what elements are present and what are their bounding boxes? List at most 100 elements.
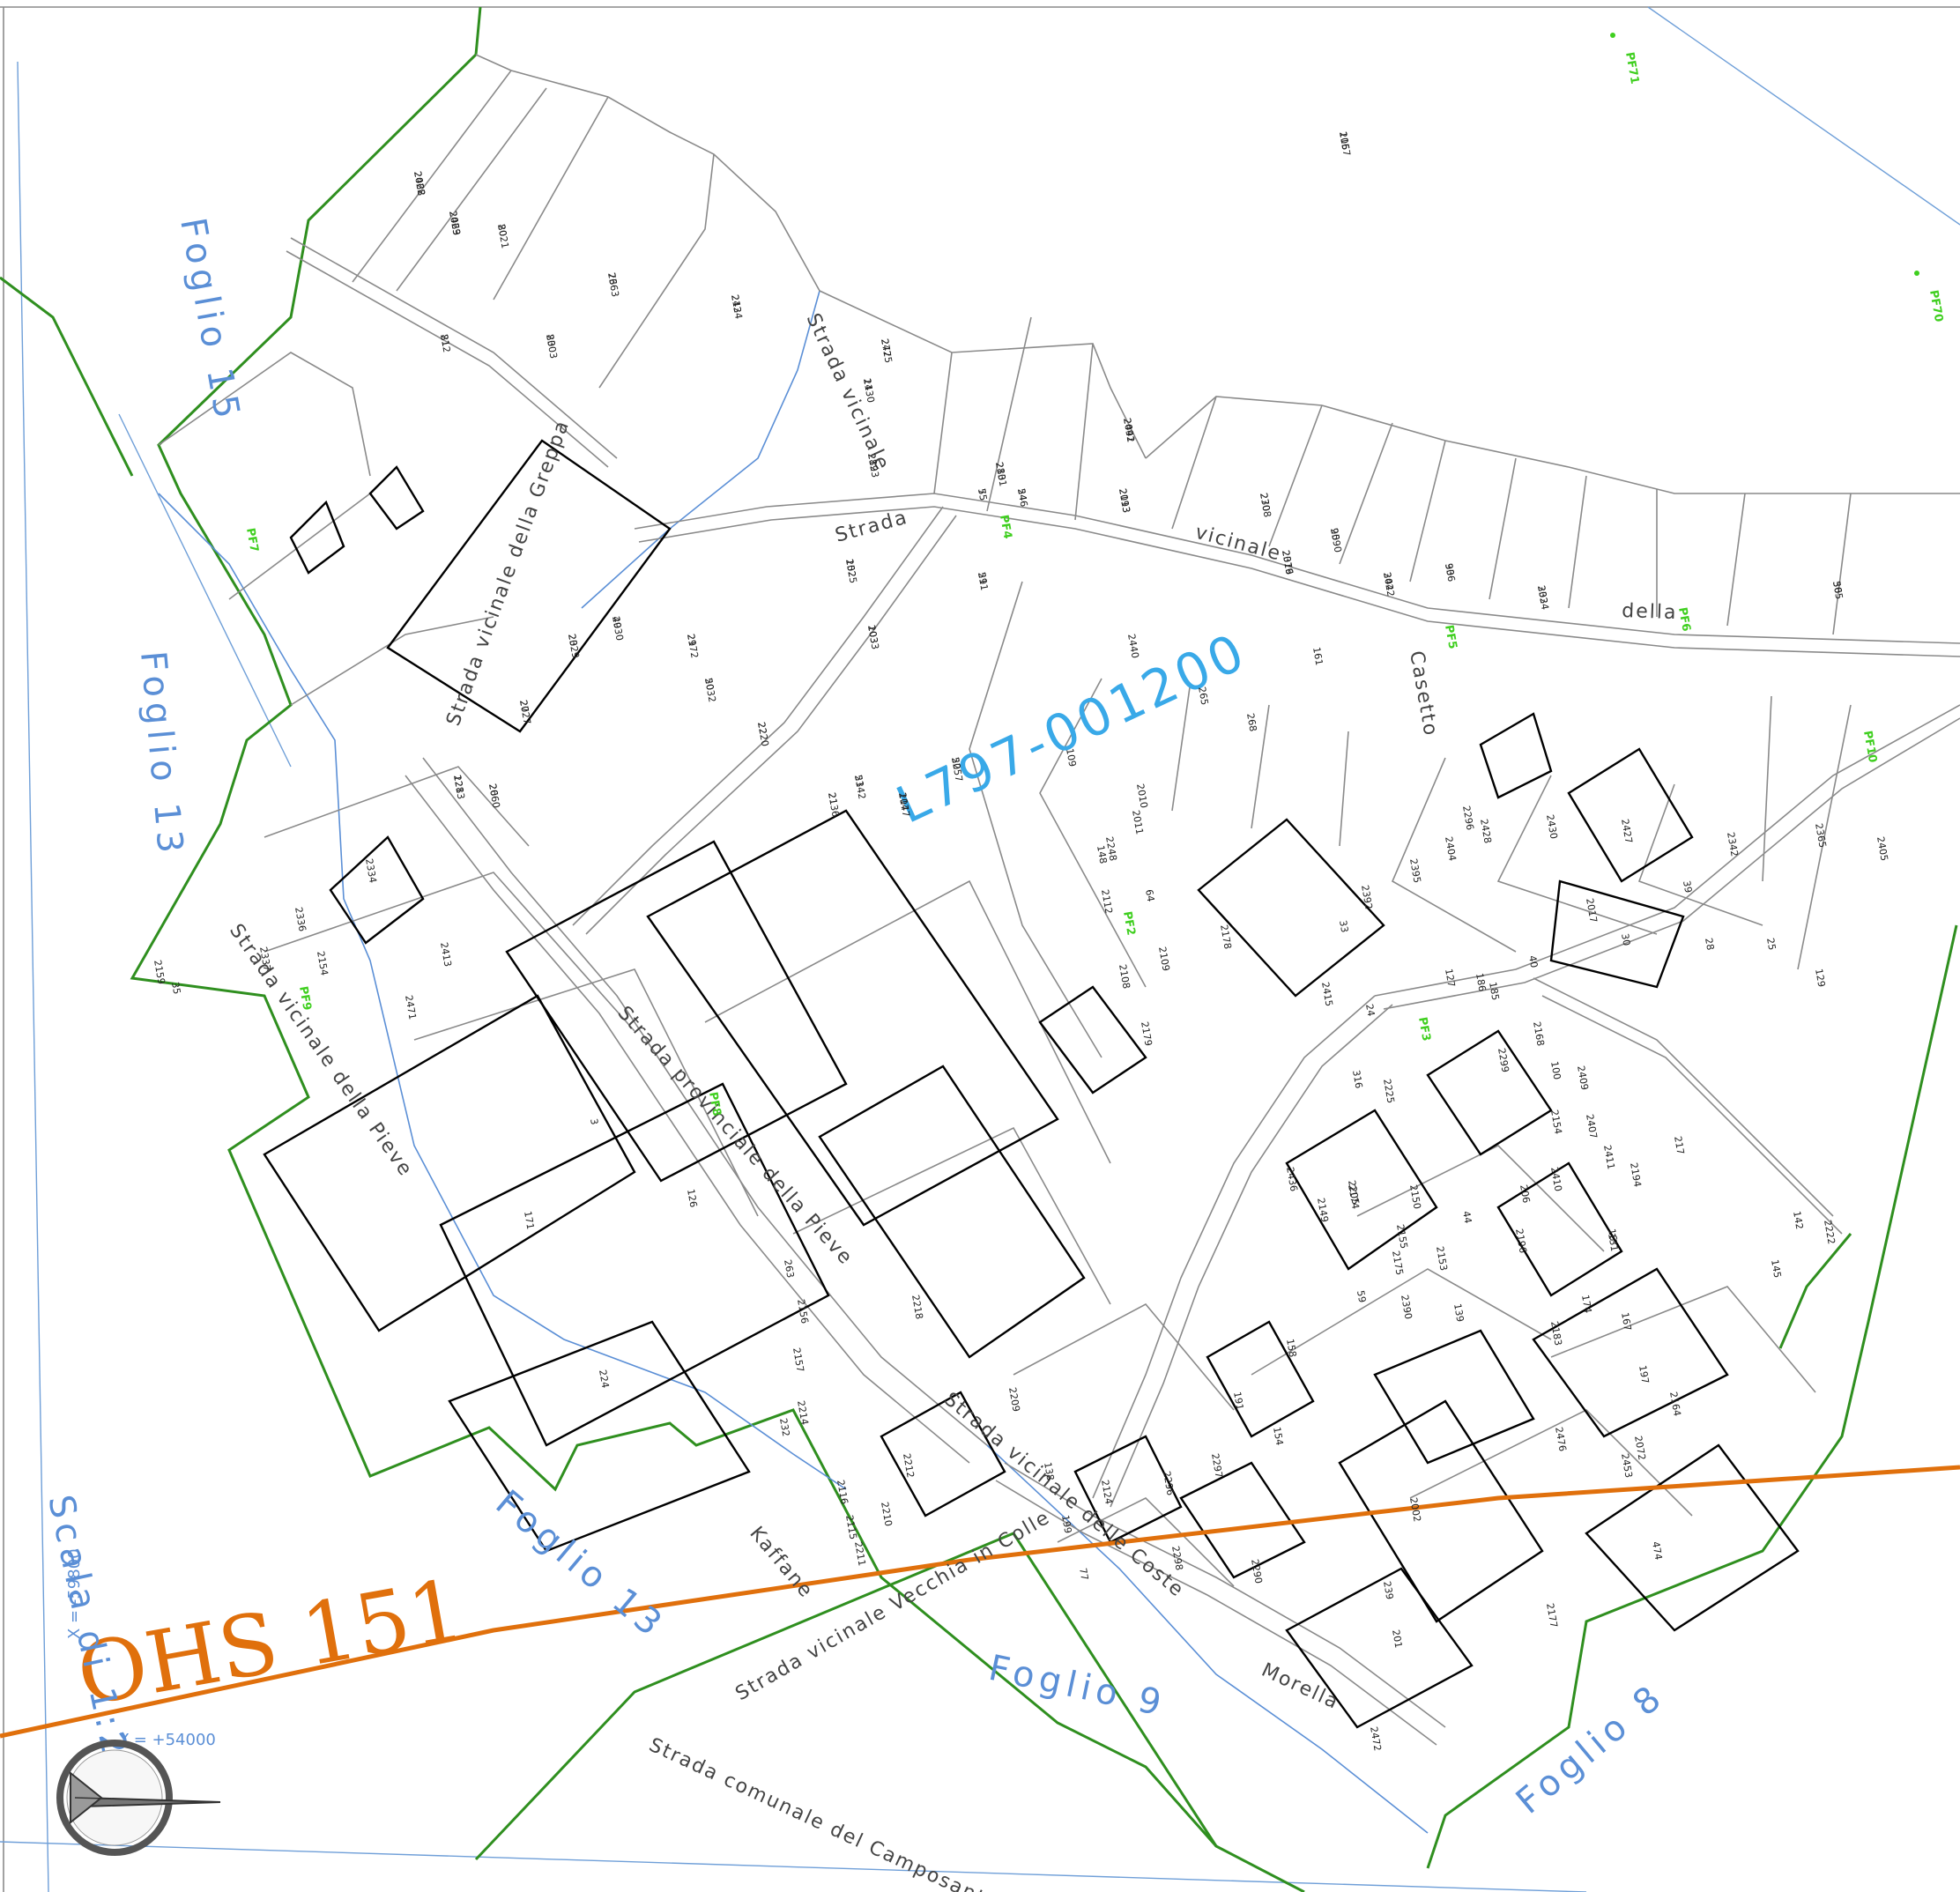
parcel-number: 2057 bbox=[949, 756, 965, 783]
parcel-number: 109 bbox=[1064, 747, 1078, 768]
parcel-number: 206 bbox=[1518, 1183, 1532, 1204]
parcels bbox=[158, 54, 1960, 1587]
parcel-number: 44 bbox=[1460, 1210, 1474, 1224]
parcel-number: 2069 bbox=[447, 210, 463, 236]
parcel-number: 55 bbox=[976, 487, 989, 501]
parcel-number: 2423 bbox=[447, 210, 463, 236]
parcel-number: 51 bbox=[976, 571, 989, 585]
parcel-number: 64 bbox=[1143, 888, 1156, 902]
parcel-number: 2136 bbox=[826, 791, 842, 818]
parcel-number: 2033 bbox=[865, 624, 881, 650]
parcel-number: 16 bbox=[1606, 1228, 1619, 1242]
parcel-number: 27 bbox=[517, 699, 531, 713]
parcel-number: 2296 bbox=[1460, 805, 1476, 831]
parcel-number: 2427 bbox=[1619, 818, 1635, 844]
parcel-number: 270 bbox=[1258, 492, 1272, 512]
sheet-border bbox=[0, 6, 1958, 1892]
parcel-number: 2220 bbox=[755, 721, 771, 747]
road-name-12: Casetto bbox=[1405, 649, 1442, 738]
parcel-number: 302 bbox=[1381, 571, 1395, 591]
parcel-number: 2116 bbox=[835, 1479, 850, 1505]
parcel-number: 2147 bbox=[896, 791, 912, 818]
parcel-number: 39 bbox=[1681, 879, 1694, 894]
parcel-number: 2476 bbox=[1553, 1426, 1569, 1452]
parcel-number: 30 bbox=[1619, 932, 1632, 946]
pf-marker-dot bbox=[1914, 271, 1919, 276]
parcel-number: 2092 bbox=[1121, 417, 1137, 443]
parcel-number: 76 bbox=[605, 271, 619, 286]
parcel-number: 185 bbox=[1487, 981, 1501, 1001]
pf-marker-label: PF9 bbox=[296, 985, 314, 1012]
parcel-number: 2093 bbox=[1117, 487, 1132, 514]
parcel-number: 186 bbox=[1474, 972, 1488, 992]
parcel-number: 277 bbox=[879, 338, 893, 358]
parcel-number: 21 bbox=[826, 791, 839, 805]
parcel-number: 52 bbox=[949, 756, 962, 770]
parcel-number: 2365 bbox=[1813, 822, 1829, 849]
road-name-2: Strada bbox=[833, 507, 910, 547]
parcel-number: 2027 bbox=[517, 699, 533, 725]
pf-marker-label: PF4 bbox=[997, 514, 1014, 540]
foglio-label-9: Foglio 9 bbox=[985, 1648, 1169, 1725]
parcel-number: 2299 bbox=[1496, 1047, 1511, 1073]
parcel-number: 2177 bbox=[1544, 1602, 1560, 1629]
parcel-number: 2168 bbox=[1531, 1020, 1547, 1047]
parcel-number: 289 bbox=[865, 452, 880, 472]
parcel-number: 2425 bbox=[879, 338, 895, 364]
parcel-number: 280 bbox=[993, 461, 1007, 481]
parcel-number: 148 bbox=[1095, 844, 1109, 864]
parcel-number: 2404 bbox=[1443, 835, 1459, 862]
parcel-number: 2336 bbox=[293, 906, 308, 932]
parcel-number: 23 bbox=[566, 633, 579, 647]
parcel-number: 316 bbox=[1350, 1069, 1364, 1089]
road-name-11: Morella bbox=[1258, 1659, 1342, 1714]
pf-marker-label: PF6 bbox=[1675, 606, 1693, 633]
parcel-number: 2196 bbox=[1513, 1228, 1529, 1254]
parcel-number: 95 bbox=[1328, 527, 1341, 541]
parcel-number: 145 bbox=[1769, 1258, 1783, 1279]
parcel-number: 2002 bbox=[1407, 1496, 1423, 1523]
pf-marker-label: PF8 bbox=[706, 1091, 724, 1117]
parcel-number: 2164 bbox=[1667, 1391, 1683, 1417]
parcel-number: 2112 bbox=[1099, 888, 1115, 915]
pf-marker-label: PF5 bbox=[1442, 624, 1459, 650]
coordinate-x-label: X = -59800 bbox=[65, 1548, 84, 1639]
parcel-number: 217 bbox=[1672, 1135, 1686, 1155]
parcel-number: 53 bbox=[852, 774, 865, 788]
parcel-number: 2017 bbox=[1584, 897, 1600, 924]
parcel-number: 2174 bbox=[1346, 1183, 1362, 1210]
parcel-number: 265 bbox=[1196, 686, 1210, 706]
parcel-number: 33 bbox=[1337, 919, 1350, 933]
parcel-number: 161 bbox=[1310, 646, 1325, 666]
parcel-number: 107 bbox=[896, 791, 910, 812]
parcel-number: 3 bbox=[588, 1117, 600, 1125]
parcel-number: 2153 bbox=[1434, 1245, 1450, 1272]
parcel-number: 2213 bbox=[451, 774, 467, 800]
parcel-number: 2442 bbox=[1381, 571, 1397, 597]
parcel-number: 2209 bbox=[1006, 1386, 1022, 1413]
parcel-number: 2010 bbox=[1134, 783, 1150, 809]
parcel-number: 2422 bbox=[412, 170, 427, 197]
parcel-number: 2413 bbox=[438, 941, 454, 968]
parcel-number: 2003 bbox=[544, 333, 560, 360]
parcel-number: 213 bbox=[729, 293, 743, 314]
pf-marker-label: PF71 bbox=[1622, 51, 1641, 85]
parcel-number: 152 bbox=[843, 558, 858, 578]
parcel-number: 2308 bbox=[1258, 492, 1273, 518]
foglio-label-8: Foglio 8 bbox=[1509, 1675, 1673, 1822]
parcel-number: 2225 bbox=[1381, 1078, 1397, 1104]
parcel-number: 2428 bbox=[1478, 818, 1494, 844]
parcel-number: 139 bbox=[1451, 1302, 1466, 1323]
parcel-number: 2297 bbox=[1209, 1452, 1225, 1479]
parcel-number: 2183 bbox=[1548, 1320, 1564, 1347]
parcel-number: 2149 bbox=[1315, 1197, 1331, 1223]
parcel-number: 199 bbox=[1059, 1514, 1073, 1534]
pf-marker-label: PF10 bbox=[1860, 730, 1879, 764]
parcel-number: 2405 bbox=[1875, 835, 1890, 862]
parcel-number: 2032 bbox=[702, 677, 718, 703]
parcel-number: 103 bbox=[865, 624, 880, 644]
parcel-number: 2130 bbox=[861, 377, 877, 404]
parcel-number: 2155 bbox=[1394, 1223, 1410, 1250]
parcel-number: 2178 bbox=[1218, 924, 1234, 950]
parcel-number: 2029 bbox=[566, 633, 582, 659]
